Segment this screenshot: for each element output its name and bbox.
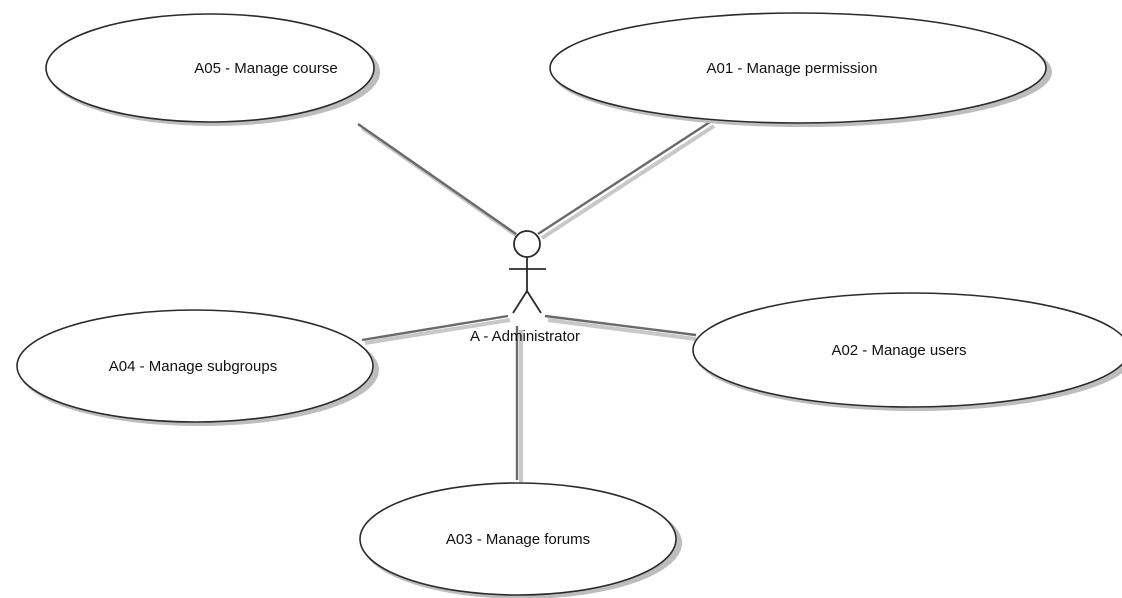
association-a04 — [361, 314, 511, 345]
association-a01 — [537, 120, 716, 240]
actor-head — [513, 230, 541, 258]
use-case-a03-label: A03 - Manage forums — [446, 531, 590, 548]
use-case-a02-ellipse[interactable] — [692, 292, 1122, 408]
use-case-a04-label: A04 - Manage subgroups — [109, 358, 277, 375]
use-case-a05-ellipse[interactable] — [45, 13, 375, 123]
association-a05 — [357, 123, 522, 240]
use-case-a05[interactable]: A05 - Manage course — [45, 13, 380, 126]
actor-left-leg — [512, 290, 528, 314]
use-case-a01[interactable]: A01 - Manage permission — [549, 12, 1052, 127]
use-case-a05-label: A05 - Manage course — [194, 60, 337, 77]
association-lines — [357, 120, 716, 482]
actor-icon — [509, 230, 546, 314]
actor-right-leg — [526, 290, 542, 314]
use-case-a02-label: A02 - Manage users — [831, 342, 966, 359]
use-case-a03-ellipse[interactable] — [359, 482, 677, 596]
association-a02 — [544, 314, 697, 341]
use-case-a01-ellipse[interactable] — [549, 12, 1047, 124]
use-case-a01-label: A01 - Manage permission — [707, 60, 878, 77]
actor-label: A - Administrator — [470, 328, 580, 345]
use-case-a04-ellipse[interactable] — [16, 309, 374, 423]
use-case-a03[interactable]: A03 - Manage forums — [359, 482, 682, 598]
association-a03 — [515, 326, 523, 482]
actor-administrator[interactable]: A - Administrator — [470, 230, 580, 345]
use-case-a04[interactable]: A04 - Manage subgroups — [16, 309, 379, 426]
use-case-a02[interactable]: A02 - Manage users — [692, 292, 1122, 411]
